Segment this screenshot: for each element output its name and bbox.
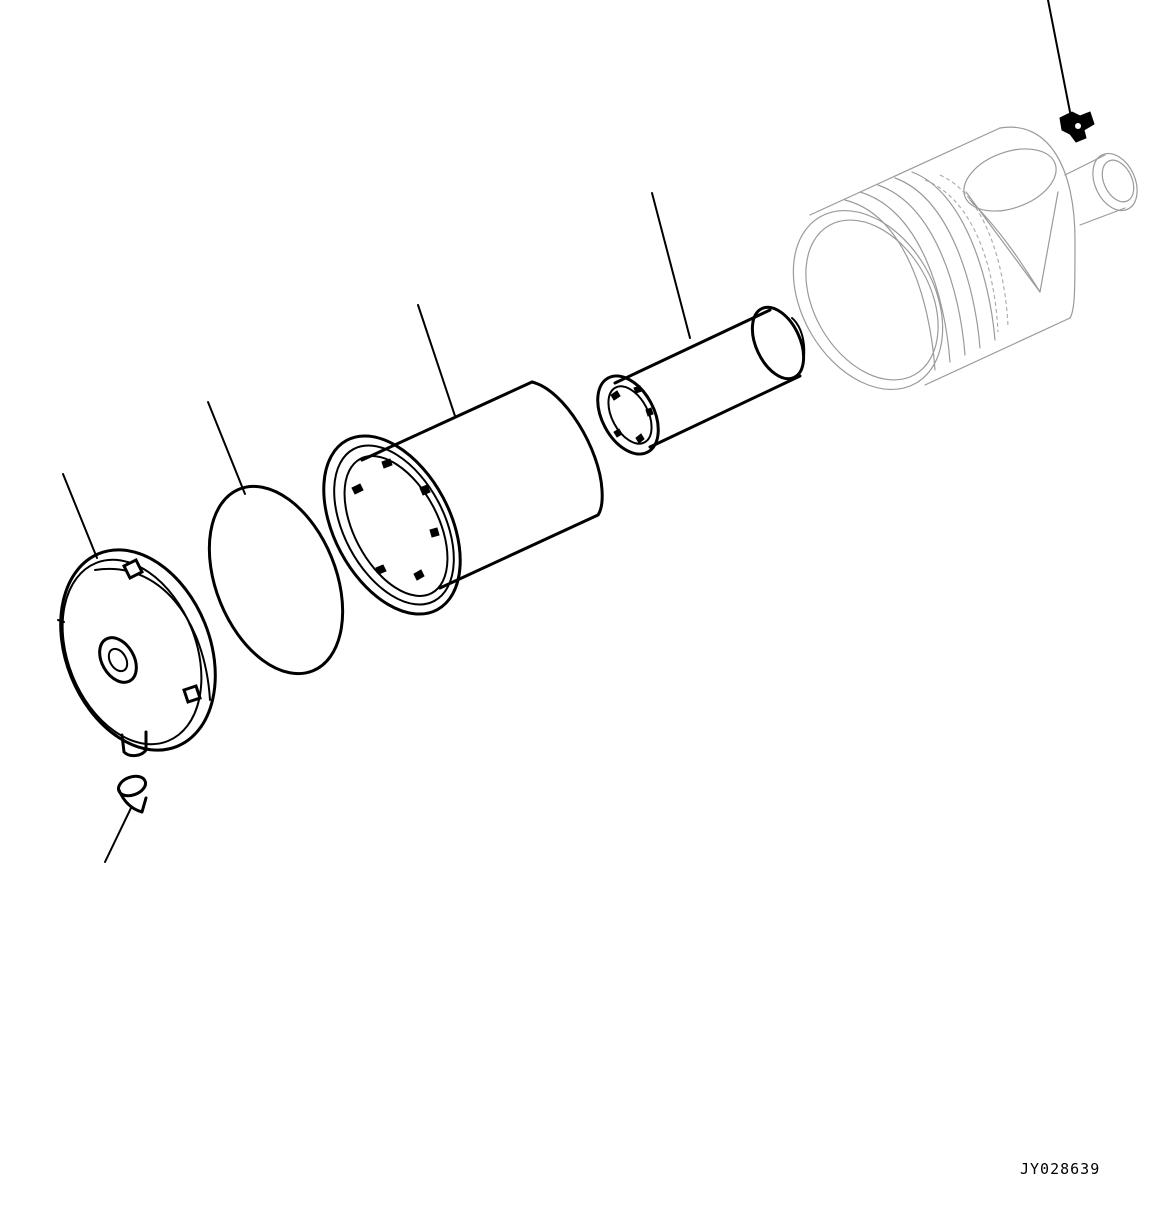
air-cleaner-housing-icon xyxy=(792,111,1138,391)
air-cleaner-cover-icon xyxy=(57,548,217,758)
outer-filter-element-icon xyxy=(322,380,604,616)
leader-line-valve xyxy=(104,807,132,863)
leader-line-outer-filter xyxy=(417,304,456,417)
inner-filter-element-icon xyxy=(596,305,806,456)
leader-line-o-ring xyxy=(207,401,246,495)
drawing-code: JY028639 xyxy=(1020,1160,1101,1178)
o-ring-gasket-icon xyxy=(207,484,345,676)
leader-lines xyxy=(62,0,1071,863)
clip-icon xyxy=(1059,111,1095,143)
dust-evacuator-valve-icon xyxy=(116,774,148,814)
leader-line-inner-filter xyxy=(651,192,691,339)
leader-line-clip xyxy=(1047,0,1071,113)
leader-line-cover xyxy=(62,473,98,559)
